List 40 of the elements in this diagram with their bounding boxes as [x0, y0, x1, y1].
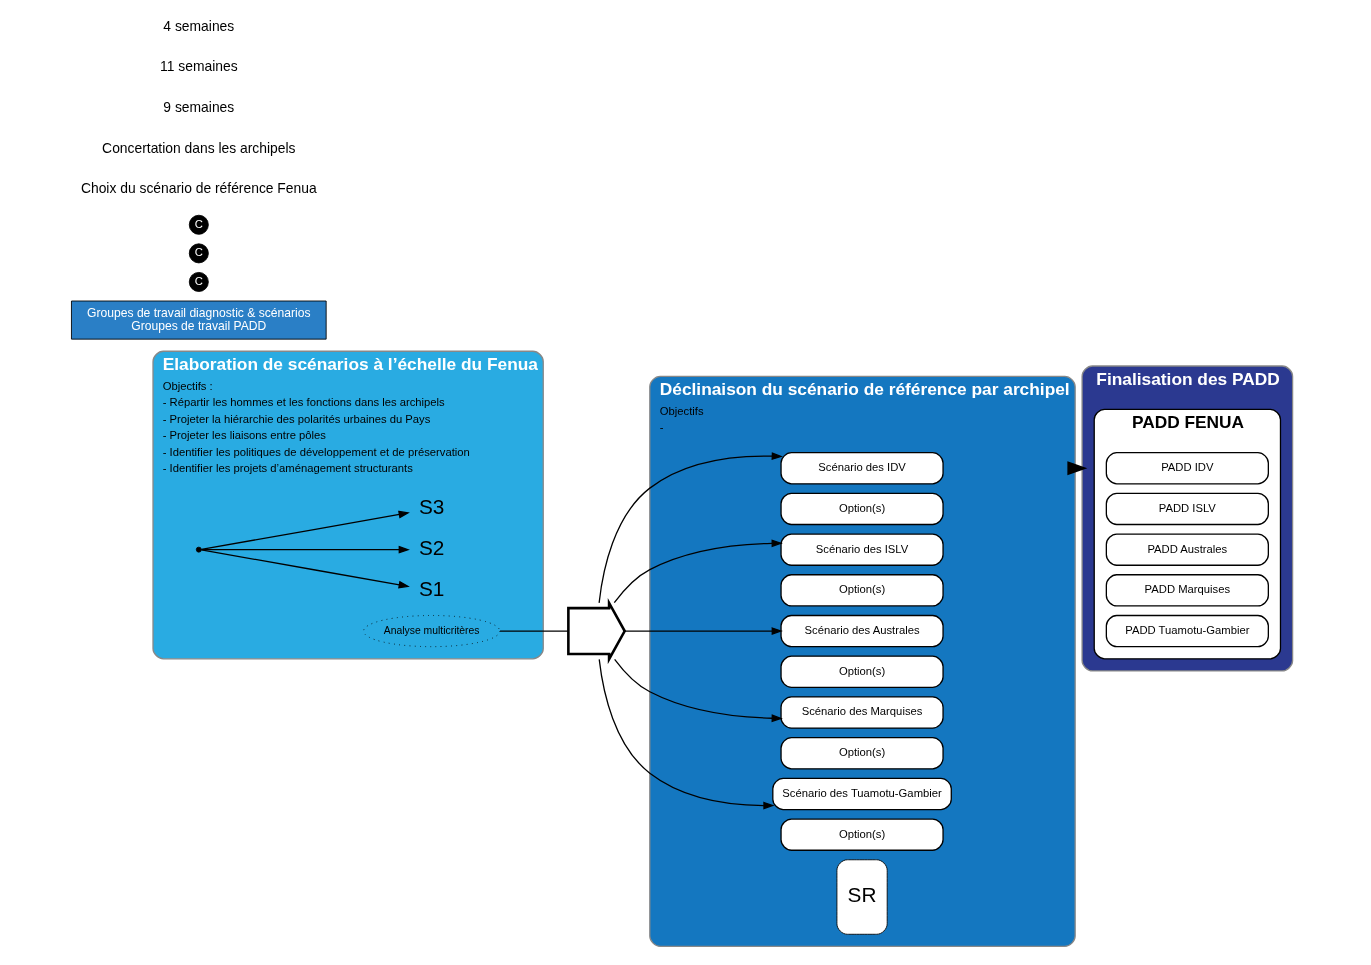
node-box: PADD ISLV — [1105, 492, 1269, 526]
arrow — [200, 510, 410, 550]
node-box: Scénario des Tuamotu-Gambier — [772, 777, 952, 811]
connector — [499, 630, 569, 632]
node-ellipse: Analyse multicritères — [363, 615, 501, 648]
node-circle: C — [188, 243, 209, 264]
node-box: Groupes de travail diagnostic & scénarios Groupes de travail PADD — [71, 300, 327, 340]
node-box: PADD IDV — [1105, 451, 1269, 485]
node-box: PADD Tuamotu-Gambier — [1105, 614, 1269, 648]
node-box: Option(s) — [780, 655, 944, 689]
arrow — [624, 627, 783, 635]
label: 9 semaines — [163, 98, 235, 115]
node-point — [195, 546, 202, 553]
node-box: Option(s) — [780, 574, 944, 607]
node-box: Option(s) — [780, 818, 944, 851]
node-box: Scénario des IDV — [780, 451, 944, 485]
label: 11 semaines — [160, 58, 238, 75]
node-box: Option(s) — [780, 492, 944, 526]
node-box: PADD Australes — [1105, 533, 1269, 566]
arrow — [598, 658, 775, 810]
label: 4 semaines — [163, 17, 235, 34]
node-text: S1 — [418, 576, 445, 600]
node-box: Scénario des Marquises — [780, 696, 944, 729]
label: Choix du scénario de référence Fenua — [80, 180, 317, 197]
node-circle: C — [188, 272, 209, 292]
node-box: Scénario des ISLV — [780, 533, 944, 566]
node-circle: C — [188, 214, 209, 235]
arrow — [598, 452, 783, 604]
node-box: SR — [836, 859, 888, 935]
arrow — [614, 658, 783, 723]
node-text: S2 — [418, 536, 445, 560]
label: Concertation dans les archipels — [102, 139, 296, 156]
node-box: Option(s) — [780, 737, 944, 770]
node-arrow — [567, 597, 627, 665]
node-text: S3 — [418, 495, 445, 519]
arrow — [613, 539, 783, 604]
node-box: Scénario des Australes — [780, 614, 944, 648]
arrow — [1067, 461, 1088, 476]
arrow — [200, 549, 410, 589]
node-box: PADD Marquises — [1105, 574, 1269, 607]
